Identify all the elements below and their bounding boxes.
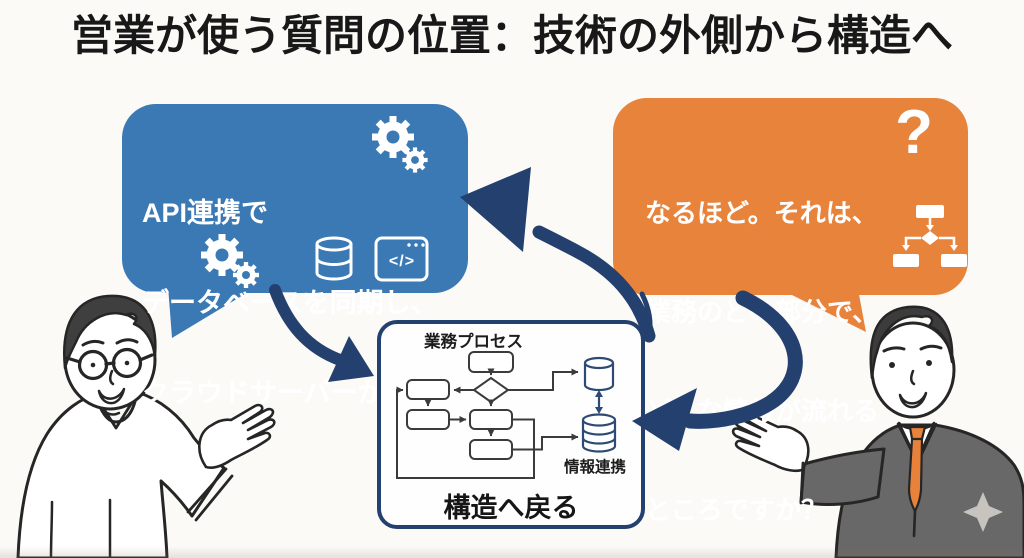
engineer-hand — [198, 403, 276, 469]
question-mark-icon: ? — [895, 98, 933, 167]
engineer-illustration — [16, 294, 276, 558]
sparkle-icon — [963, 492, 1003, 532]
gears-icon — [372, 116, 428, 173]
code-glyph: </> — [388, 253, 416, 270]
engineer-eye-right — [124, 360, 130, 366]
sales-eyebrows — [882, 344, 943, 353]
sales-cuff — [799, 461, 805, 505]
sales-bubble-line: なるほど。それは、 — [645, 198, 878, 228]
engineer-shirt-creases — [49, 498, 112, 558]
engineer-hair — [62, 294, 157, 370]
database-stack-icon — [581, 413, 617, 453]
sales-eye-right — [926, 360, 932, 366]
database-stack-white-icon — [315, 236, 353, 281]
engineer-chin-line — [105, 411, 121, 416]
flowchart-icon — [893, 205, 967, 267]
engineer-cuff — [186, 467, 234, 522]
information-link-label: 情報連携 — [564, 459, 627, 476]
return-to-structure-label: 構造へ戻る — [443, 493, 579, 523]
sales-nose — [910, 369, 916, 386]
engineer-bubble-tail — [168, 286, 258, 338]
sales-hair — [869, 305, 954, 380]
code-window-icon — [374, 236, 429, 282]
gears-icon — [201, 234, 260, 289]
bottom-edge-shadow — [0, 546, 1024, 558]
engineer-bubble-line: API連携で — [142, 198, 269, 228]
sales-mouth — [898, 391, 928, 409]
sales-illustration — [731, 305, 1024, 558]
page-title: 営業が使う質問の位置：技術の外側から構造へ — [70, 12, 953, 59]
engineer-bubble-line: クラウドサーバーが… — [142, 378, 412, 408]
sales-tie — [907, 425, 927, 513]
database-icon — [583, 356, 615, 392]
engineer-eyebrows — [81, 338, 139, 347]
engineer-nose — [109, 369, 115, 386]
engineer-glasses — [65, 347, 154, 381]
sync-double-arrow — [595, 390, 603, 414]
flow-connectors — [396, 368, 579, 479]
engineer-eye-left — [90, 362, 96, 368]
sales-bubble-line: ところですか？ — [645, 495, 828, 525]
sales-eye-left — [889, 362, 895, 368]
engineer-mouth — [97, 387, 126, 405]
business-process-flowchart — [396, 351, 617, 479]
process-label: 業務プロセス — [424, 333, 523, 351]
